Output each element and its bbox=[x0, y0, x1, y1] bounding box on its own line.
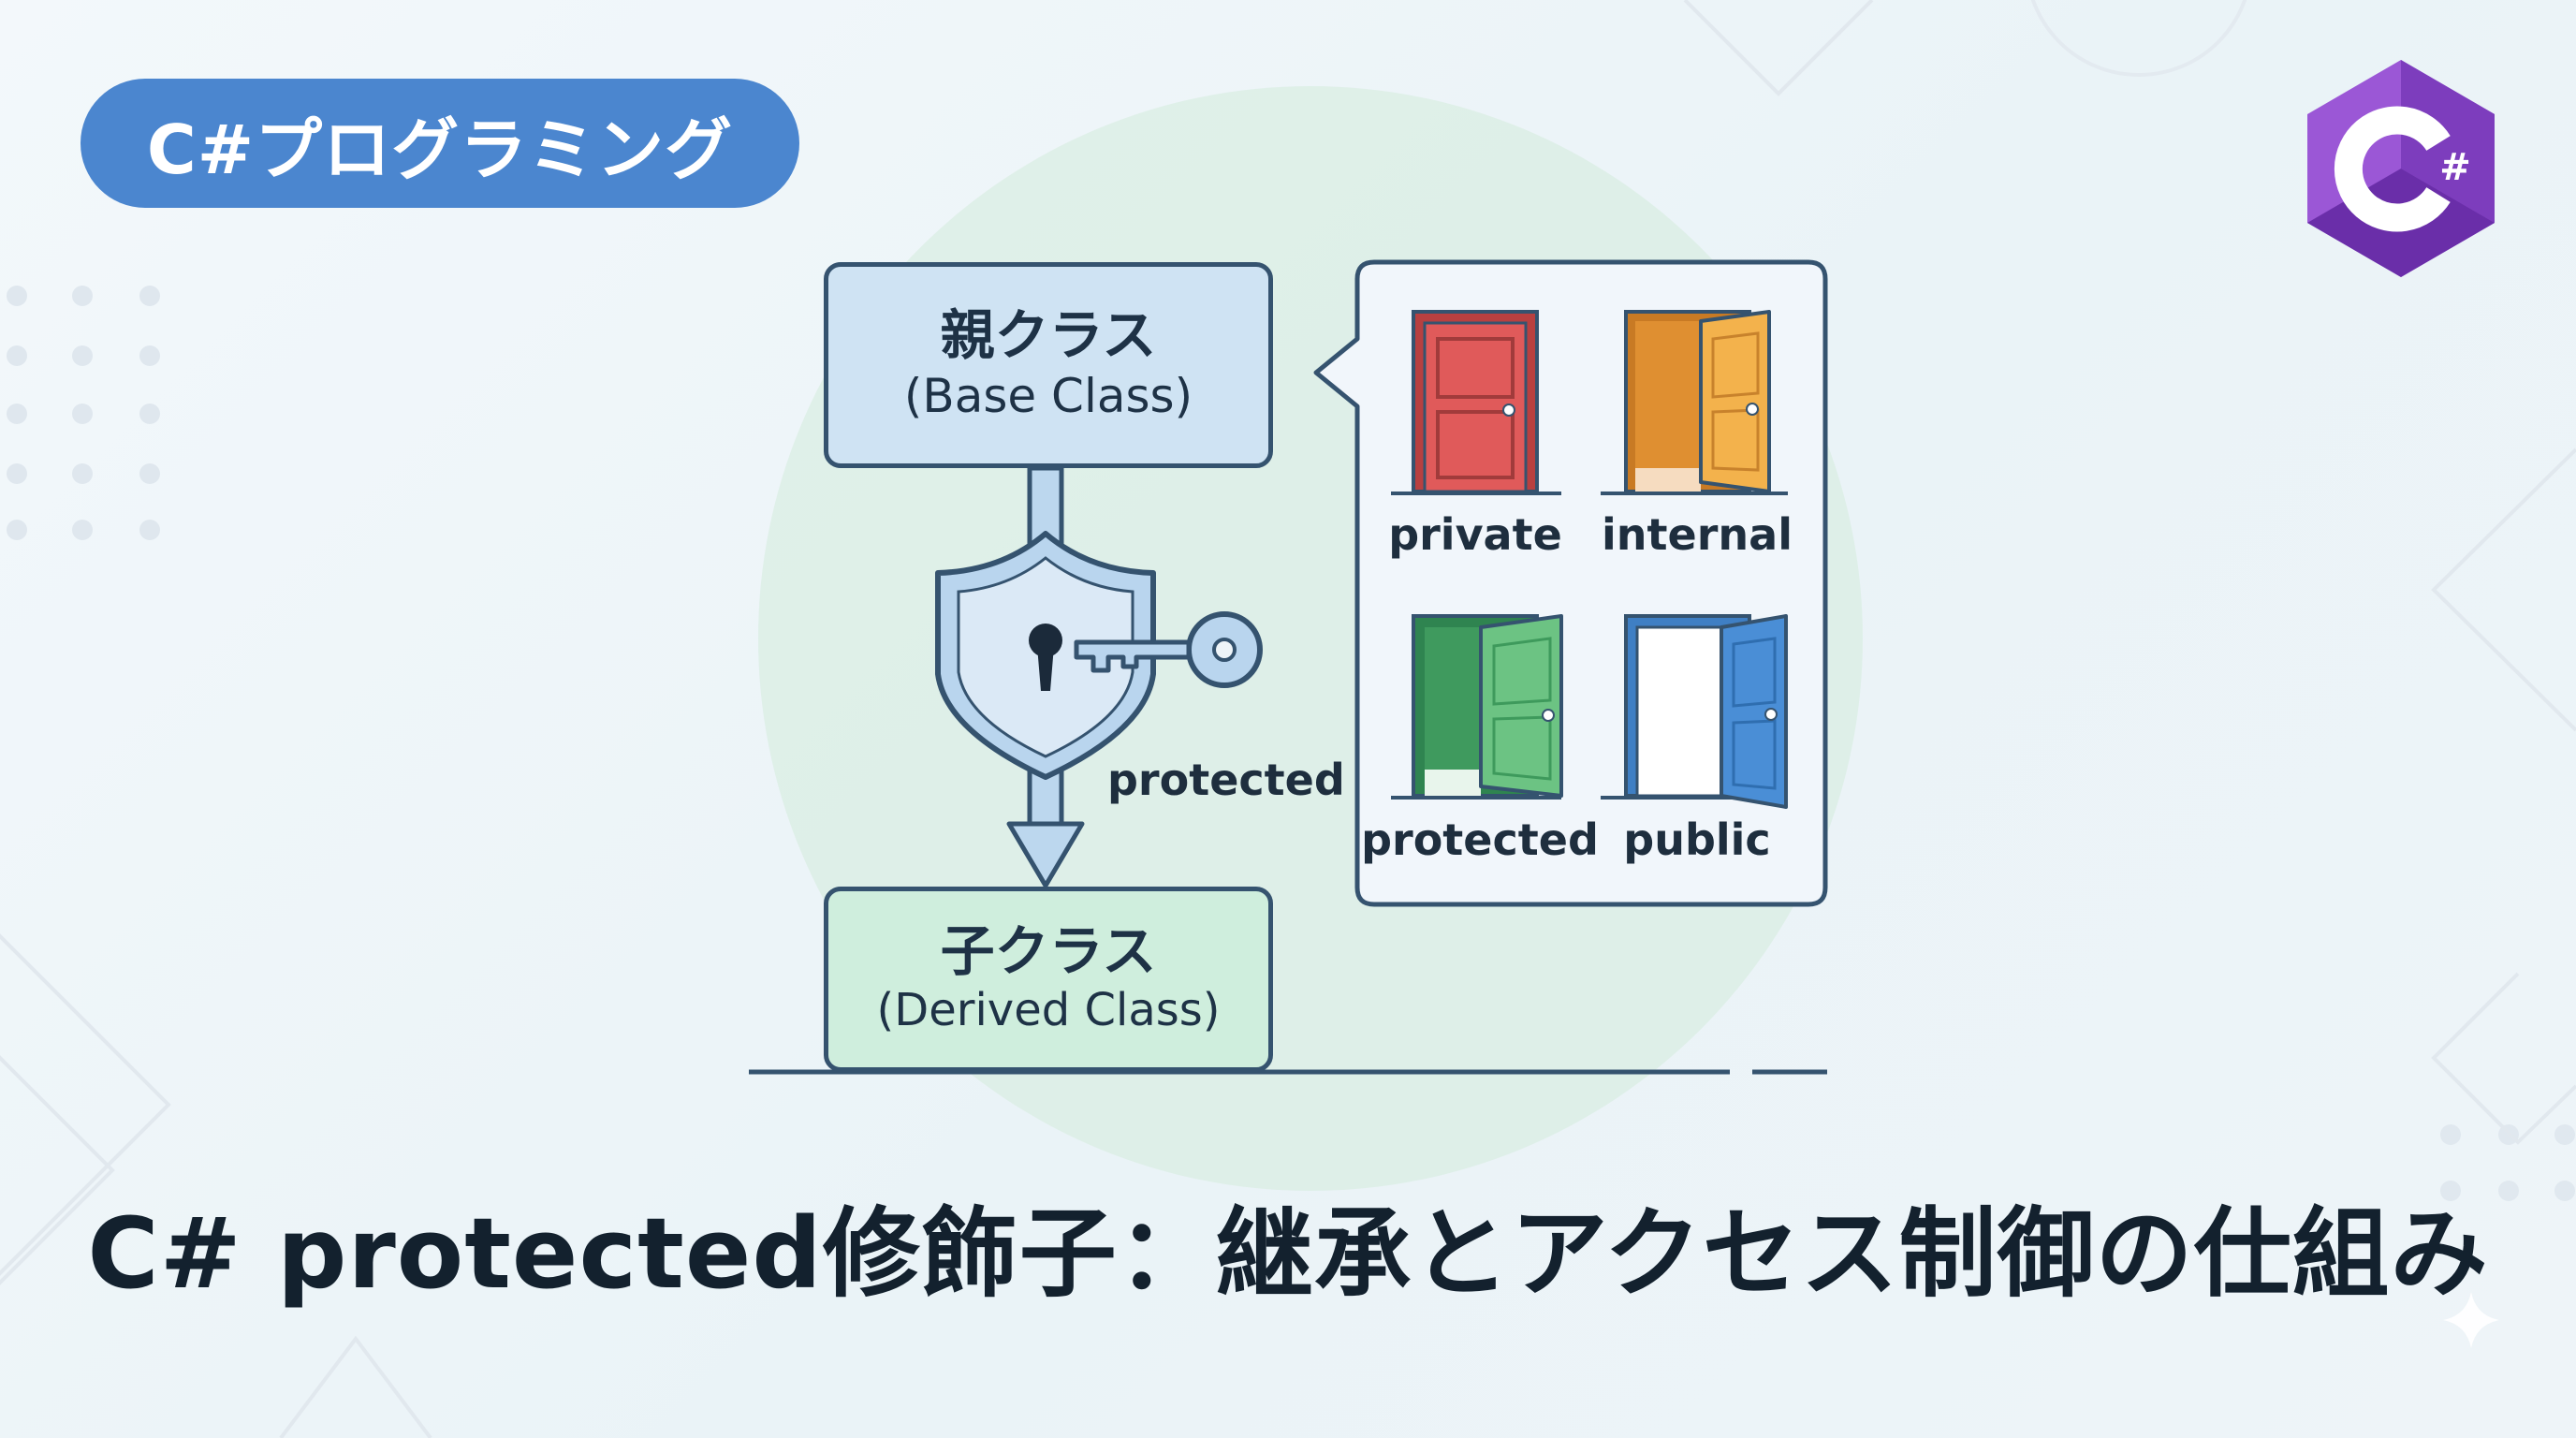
open-door-icon-protected bbox=[1391, 614, 1563, 800]
svg-text:#: # bbox=[2439, 146, 2471, 189]
closed-door-icon bbox=[1391, 310, 1561, 495]
page-title: C# protected修飾子：継承とアクセス制御の仕組み bbox=[87, 1196, 2489, 1311]
half-open-door-icon bbox=[1601, 310, 1788, 495]
open-door-icon-public bbox=[1601, 614, 1788, 809]
door-label-protected: protected bbox=[1361, 814, 1599, 865]
door-label-internal: internal bbox=[1602, 509, 1793, 560]
derived-class-name-jp: 子クラス bbox=[940, 918, 1157, 983]
base-class-name-jp: 親クラス bbox=[940, 303, 1157, 368]
dot-grid-left bbox=[7, 286, 160, 540]
derived-class-name-en: (Derived Class) bbox=[876, 984, 1221, 1037]
top-ring bbox=[2030, 0, 2247, 77]
key-icon bbox=[1074, 611, 1263, 688]
category-badge: C#プログラミング bbox=[80, 79, 799, 208]
access-label: protected bbox=[1107, 755, 1345, 805]
door-label-private: private bbox=[1388, 509, 1562, 560]
base-class-box: 親クラス (Base Class) bbox=[824, 262, 1273, 468]
door-label-public: public bbox=[1623, 814, 1771, 865]
csharp-logo-icon: C# # bbox=[2307, 60, 2495, 277]
sparkle bbox=[2443, 1292, 2499, 1348]
base-class-name-en: (Base Class) bbox=[903, 369, 1193, 424]
derived-class-box: 子クラス (Derived Class) bbox=[824, 887, 1273, 1072]
category-badge-label: C#プログラミング bbox=[146, 110, 734, 189]
shield-lock-icon bbox=[935, 531, 1156, 780]
